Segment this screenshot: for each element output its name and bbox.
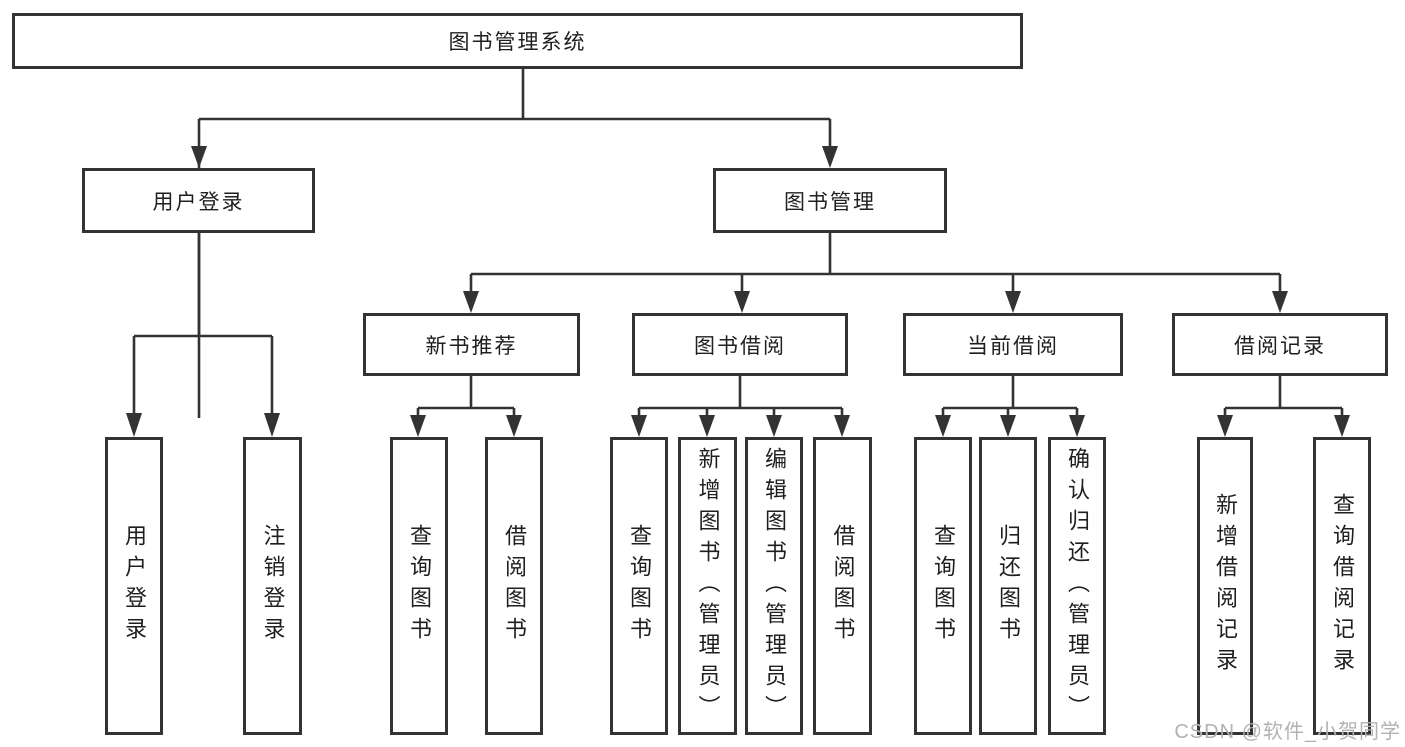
connector-current-borrowing-branch (941, 376, 1079, 421)
csdn-watermark: CSDN @软件_小贺同学 (1174, 721, 1401, 743)
node-leaf-add-borrow-record: 新增借阅记录 (1197, 437, 1253, 735)
node-label: 图书管理 (784, 190, 876, 214)
node-leaf-logout: 注销登录 (243, 437, 302, 735)
node-label: 借阅图书 (830, 524, 856, 648)
node-leaf-borrow-books-newbook: 借阅图书 (485, 437, 543, 735)
connector-book-management-branch (469, 233, 1282, 297)
node-root-library-system: 图书管理系统 (12, 13, 1023, 69)
node-label: 注销登录 (260, 524, 286, 648)
node-leaf-borrow-books-borrowing: 借阅图书 (813, 437, 872, 735)
node-label: 当前借阅 (967, 334, 1059, 358)
node-label: 新增图书（管理员） (695, 446, 721, 726)
arrowhead (264, 413, 280, 437)
node-leaf-user-login: 用户登录 (105, 437, 163, 735)
arrowhead (822, 146, 838, 168)
node-label: 查询图书 (407, 524, 432, 648)
node-label: 归还图书 (996, 524, 1021, 648)
arrowhead (766, 415, 782, 437)
node-label: 借阅图书 (502, 524, 527, 648)
node-label: 查询图书 (931, 524, 956, 648)
connector-borrowing-records-branch (1223, 376, 1344, 421)
arrowhead (410, 415, 426, 437)
node-label: 编辑图书（管理员） (762, 446, 787, 726)
connector-root-to-level2 (197, 69, 832, 418)
node-label: 确认归还（管理员） (1065, 446, 1090, 726)
node-leaf-edit-books-admin: 编辑图书（管理员） (745, 437, 803, 735)
arrowhead (834, 415, 850, 437)
arrowhead (734, 291, 750, 313)
arrowhead (1217, 415, 1233, 437)
node-label: 查询借阅记录 (1330, 493, 1355, 679)
connector-new-book-branch (416, 376, 516, 421)
node-label: 新书推荐 (425, 334, 518, 358)
node-leaf-query-borrow-record: 查询借阅记录 (1313, 437, 1371, 735)
node-leaf-add-books-admin: 新增图书（管理员） (678, 437, 737, 735)
connector-book-borrowing-branch (637, 376, 844, 421)
node-leaf-query-books-newbook: 查询图书 (390, 437, 448, 735)
node-leaf-return-books: 归还图书 (979, 437, 1037, 735)
arrowhead (1069, 415, 1085, 437)
arrowhead (1000, 415, 1016, 437)
node-label: 查询图书 (627, 524, 652, 648)
arrowhead (126, 413, 142, 437)
node-label: 借阅记录 (1234, 334, 1326, 358)
node-label: 新增借阅记录 (1213, 493, 1238, 679)
node-label: 图书借阅 (694, 334, 786, 358)
arrowhead (935, 415, 951, 437)
node-leaf-query-books-current: 查询图书 (914, 437, 972, 735)
connector-user-login-branch (132, 233, 274, 418)
arrowhead (191, 146, 207, 168)
node-label: 用户登录 (152, 190, 245, 214)
arrowhead (631, 415, 647, 437)
node-new-book-recommend: 新书推荐 (363, 313, 580, 376)
node-book-borrowing: 图书借阅 (632, 313, 848, 376)
arrowhead (506, 415, 522, 437)
node-leaf-query-books-borrowing: 查询图书 (610, 437, 668, 735)
arrowhead (699, 415, 715, 437)
node-user-login: 用户登录 (82, 168, 315, 233)
node-label: 用户登录 (122, 524, 147, 648)
arrowhead (463, 291, 479, 313)
arrowheads (126, 146, 1350, 437)
arrowhead (1272, 291, 1288, 313)
node-label: 图书管理系统 (448, 31, 587, 54)
arrowhead (1005, 291, 1021, 313)
arrowhead (1334, 415, 1350, 437)
node-leaf-confirm-return-admin: 确认归还（管理员） (1048, 437, 1106, 735)
node-borrowing-records: 借阅记录 (1172, 313, 1388, 376)
node-current-borrowing: 当前借阅 (903, 313, 1123, 376)
node-book-management: 图书管理 (713, 168, 947, 233)
